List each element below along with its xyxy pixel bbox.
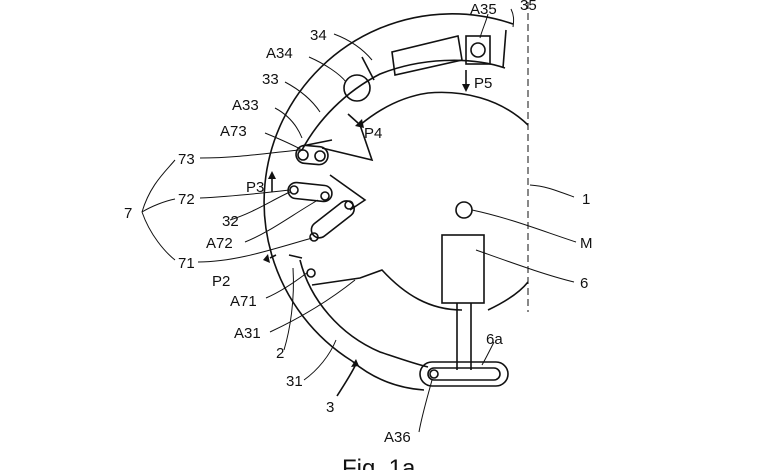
a34-bearing xyxy=(343,74,371,102)
arrow-p2 xyxy=(263,254,277,263)
component-6 xyxy=(419,234,509,387)
label-a34: A34 xyxy=(266,45,293,62)
label-34: 34 xyxy=(310,27,327,44)
figure-caption: Fig. 1a xyxy=(342,455,416,470)
label-a33: A33 xyxy=(232,97,259,114)
label-a72: A72 xyxy=(206,235,233,252)
arrow-p4 xyxy=(347,113,364,128)
label-72: 72 xyxy=(178,191,195,208)
label-m: M xyxy=(580,235,593,252)
label-32: 32 xyxy=(222,213,239,230)
segment-dividers xyxy=(288,29,507,259)
label-2: 2 xyxy=(276,345,284,362)
label-a73: A73 xyxy=(220,123,247,140)
label-73: 73 xyxy=(178,151,195,168)
label-a35: A35 xyxy=(470,1,497,18)
label-6: 6 xyxy=(580,275,588,292)
label-7: 7 xyxy=(124,205,132,222)
inner-contour xyxy=(311,91,529,311)
top-slot xyxy=(391,35,463,76)
label-p2: P2 xyxy=(212,273,230,290)
label-33: 33 xyxy=(262,71,279,88)
label-p4: P4 xyxy=(364,125,382,142)
ring-inner-edge xyxy=(299,59,506,368)
arrow-p5 xyxy=(462,70,470,92)
reference-labels: 35 A35 34 A34 33 A33 P5 P4 A73 73 P3 72 … xyxy=(124,0,593,446)
label-p3: P3 xyxy=(246,179,264,196)
label-p5: P5 xyxy=(474,75,492,92)
label-3: 3 xyxy=(326,399,334,416)
label-6a: 6a xyxy=(486,331,503,348)
label-a36: A36 xyxy=(384,429,411,446)
leader-lines xyxy=(141,8,577,433)
label-31: 31 xyxy=(286,373,303,390)
label-a71: A71 xyxy=(230,293,257,310)
a35-bearing xyxy=(465,35,491,65)
label-35: 35 xyxy=(520,0,537,14)
axis-m-pivot xyxy=(455,201,473,219)
label-1: 1 xyxy=(582,191,590,208)
label-71: 71 xyxy=(178,255,195,272)
label-a31: A31 xyxy=(234,325,261,342)
arrow-3 xyxy=(336,359,359,397)
arrow-p3 xyxy=(268,171,276,192)
